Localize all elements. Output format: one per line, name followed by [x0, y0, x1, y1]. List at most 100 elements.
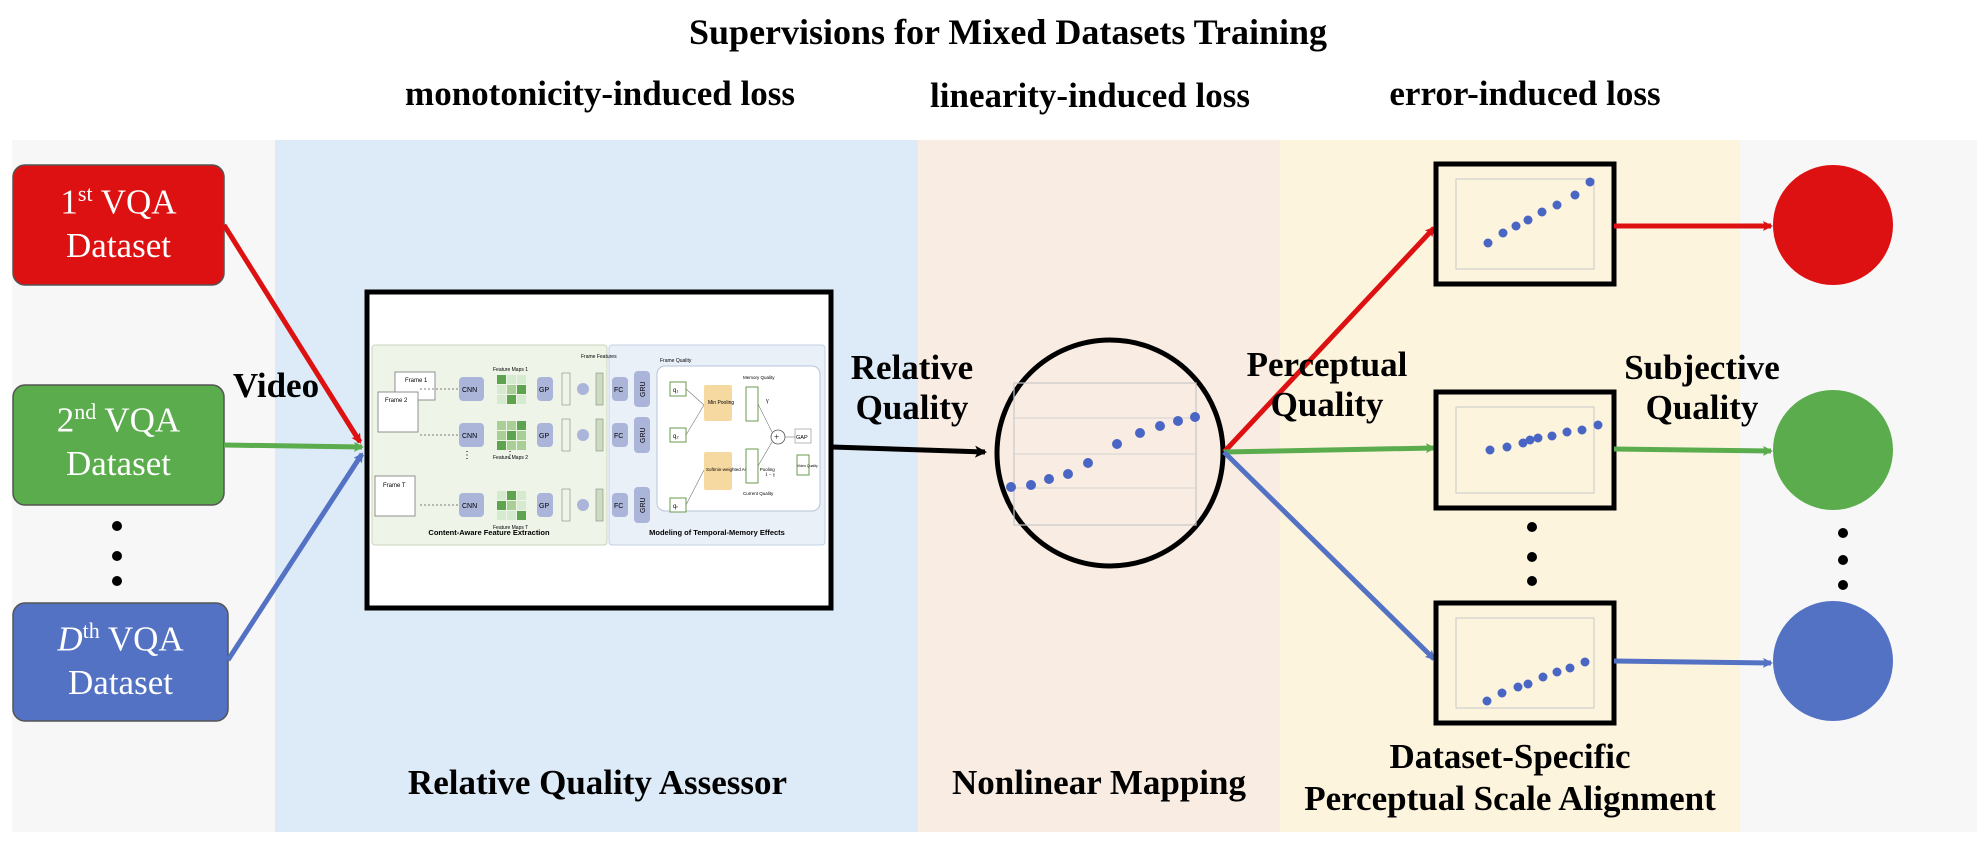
inset-fc-block — [612, 493, 628, 517]
ellipsis-dot — [112, 521, 122, 531]
inset-feature-map-cell — [497, 421, 506, 430]
inset-feature-map-cell — [507, 385, 516, 394]
perceptual-quality-line1: Perceptual — [1246, 345, 1408, 384]
dataset-2-ordinal: nd — [74, 399, 97, 424]
inset-feature-map-cell — [507, 375, 516, 384]
inset-gamma-label: γ — [765, 398, 769, 404]
inset-gru-label: GRU — [640, 427, 647, 443]
alignment-plot-point — [1483, 238, 1493, 248]
dataset-d-box — [12, 602, 229, 722]
inset-gp-label: GP — [539, 433, 549, 440]
alignment-plot-point — [1482, 696, 1492, 706]
inset-feature-map-cell — [497, 431, 506, 440]
alignment-caption-line2: Perceptual Scale Alignment — [1304, 779, 1716, 818]
inset-feature-map-cell — [517, 511, 526, 520]
perceptual-quality-line2: Quality — [1270, 385, 1384, 425]
inset-video-quality-node — [796, 454, 810, 476]
alignment-caption: Dataset-Specific Perceptual Scale Alignm… — [1280, 736, 1740, 820]
ellipsis-dot — [1527, 552, 1537, 562]
dataset-2-number: 2 — [56, 400, 75, 440]
inset-current-node — [745, 448, 759, 484]
mapping-plot-point — [1190, 412, 1200, 422]
ellipsis-dot — [1838, 555, 1848, 565]
inset-feature-map-label: Feature Maps 2 — [493, 455, 528, 461]
alignment-plot-point — [1580, 657, 1590, 667]
mapping-caption: Nonlinear Mapping — [952, 763, 1246, 802]
inset-gru-block — [634, 371, 650, 407]
linearity-loss-label: linearity-induced loss — [930, 76, 1250, 115]
alignment-plot-point — [1485, 445, 1495, 455]
inset-feature-map-cell — [517, 491, 526, 500]
alignment-caption-line1: Dataset-Specific — [1389, 737, 1631, 776]
inset-feature-map-cell — [517, 421, 526, 430]
ellipsis-dot — [1838, 580, 1848, 590]
inset-gp-block — [537, 423, 553, 447]
dataset-2-suffix: VQA — [96, 400, 181, 440]
inset-gap-label: GAP — [796, 435, 808, 441]
inset-cnn-block — [459, 493, 484, 517]
output-circle-red — [1773, 165, 1893, 285]
alignment-plot-point — [1511, 221, 1521, 231]
assessor-caption: Relative Quality Assessor — [407, 763, 788, 802]
inset-q-label: q₁ — [673, 388, 678, 394]
inset-gp-block — [537, 377, 553, 401]
inset-frame-quality-label: Frame Quality — [660, 358, 692, 364]
mapping-plot-point — [1083, 458, 1093, 468]
inset-concat-node — [577, 429, 589, 441]
alignment-plot-point — [1502, 442, 1512, 452]
inset-sum-sign: + — [774, 432, 779, 442]
inset-one-minus-gamma-label: 1 − γ — [765, 473, 776, 478]
error-loss-label: error-induced loss — [1389, 74, 1661, 113]
alignment-plot-point — [1577, 425, 1587, 435]
inset-gru-block — [634, 487, 650, 523]
inset-feature-map-cell — [507, 511, 516, 520]
inset-fc-label: FC — [614, 503, 623, 510]
mapping-circle — [994, 337, 1226, 569]
alignment-plot-point — [1523, 215, 1533, 225]
alignment-plot-1 — [1433, 161, 1617, 287]
inset-gru-label: GRU — [640, 497, 647, 513]
mapping-plot-point — [1135, 428, 1145, 438]
ellipsis-dot — [112, 576, 122, 586]
inset-link — [685, 388, 705, 406]
alignment-plot-point — [1523, 679, 1533, 689]
alignment-plot-frame — [1455, 617, 1595, 709]
alignment-plot-point — [1538, 672, 1548, 682]
dataset-d-ordinal: th — [82, 618, 100, 643]
mapping-plot-point — [1112, 439, 1122, 449]
inset-memory-node — [745, 386, 759, 422]
inset-link — [757, 403, 773, 433]
inset-gru-block — [634, 417, 650, 453]
inset-feature-map-label: Feature Maps T — [493, 525, 528, 531]
inset-feature-map-cell — [517, 395, 526, 404]
inset-gp-label: GP — [539, 387, 549, 394]
inset-feature-map-cell — [497, 375, 506, 384]
inset-feature-map-cell — [517, 441, 526, 450]
alignment-plot-point — [1565, 663, 1575, 673]
inset-feature-map-cell — [507, 395, 516, 404]
dataset-1-suffix: VQA — [92, 182, 177, 222]
diagram-title: Supervisions for Mixed Datasets Training — [689, 12, 1328, 52]
arrow-red-to-assessor — [221, 223, 363, 444]
ellipsis-dot — [1527, 522, 1537, 532]
subjective-quality-line2: Quality — [1645, 388, 1759, 428]
inset-feature-map-cell — [497, 491, 506, 500]
dataset-2-line2: Dataset — [66, 444, 171, 484]
mapping-plot-point — [1044, 474, 1054, 484]
inset-video-quality-label: Video Quality — [797, 464, 818, 468]
inset-current-quality-label: Current Quality — [743, 491, 774, 496]
alignment-plots-content — [1455, 177, 1603, 709]
inset-feature-map-cell — [497, 511, 506, 520]
inset-fc-block — [612, 377, 628, 401]
alignment-plot-point — [1533, 433, 1543, 443]
alignment-plot-point — [1513, 682, 1523, 692]
inset-cnn-label: CNN — [462, 433, 477, 440]
alignment-plot-point — [1518, 438, 1528, 448]
inset-feature-map-cell — [497, 385, 506, 394]
subjective-quality-label: Subjective Quality — [1612, 348, 1792, 429]
alignment-plot-point — [1497, 688, 1507, 698]
relative-quality-label: Relative Quality — [828, 348, 996, 429]
dataset-1-number: 1 — [60, 182, 78, 222]
